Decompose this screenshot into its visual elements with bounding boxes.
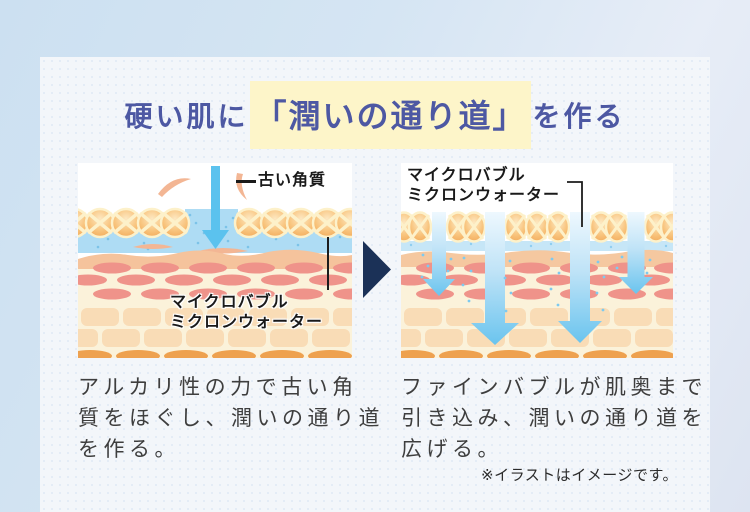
- page-title: 硬い肌に 「潤いの通り道」 を作る: [40, 81, 710, 149]
- old-keratin-label: 古い角質: [236, 171, 326, 191]
- down-arrow-icon: [619, 212, 653, 294]
- before-illustration: 古い角質 マイクロバブル ミクロンウォーター: [78, 163, 352, 358]
- disclaimer-note: ※イラストはイメージです。: [481, 467, 678, 484]
- down-arrow-icon: [471, 212, 519, 345]
- caption-line: ファインバブルが肌奥まで: [401, 376, 707, 399]
- microbubble-label-line1: マイクロバブル: [407, 167, 526, 184]
- title-prefix: 硬い肌に: [124, 101, 249, 132]
- microbubble-label-line1: マイクロバブル: [170, 294, 289, 311]
- down-arrow-icon: [202, 166, 229, 249]
- transition-arrow-icon: [363, 241, 391, 298]
- skin-cross-section-before: [78, 163, 352, 358]
- content-card: 硬い肌に 「潤いの通り道」 を作る: [40, 57, 710, 512]
- skin-surface-layer: [401, 249, 673, 267]
- caption-line: アルカリ性の力で古い角: [78, 376, 358, 399]
- title-highlight: 「潤いの通り道」: [250, 81, 531, 149]
- microbubble-label-before: マイクロバブル ミクロンウォーター: [170, 293, 323, 333]
- before-caption: アルカリ性の力で古い角 質をほぐし、潤いの通り道 を作る。: [78, 372, 393, 465]
- caption-line: 引き込み、潤いの通り道を: [401, 407, 707, 430]
- old-keratin-label-text: 古い角質: [258, 172, 327, 189]
- microbubble-label-line2: ミクロンウォーター: [170, 314, 324, 331]
- water-film-layer: [401, 241, 673, 251]
- microbubble-dots: [420, 253, 652, 313]
- title-suffix: を作る: [532, 101, 626, 132]
- leader-line: [236, 179, 256, 183]
- microbubble-label-line2: ミクロンウォーター: [407, 187, 561, 204]
- after-illustration: マイクロバブル ミクロンウォーター: [401, 163, 673, 358]
- penetrating-arrows: [423, 212, 653, 345]
- label-bracket-line: [567, 181, 583, 227]
- down-arrow-icon: [558, 212, 602, 343]
- down-arrow-icon: [423, 212, 455, 296]
- microbubble-label-after: マイクロバブル ミクロンウォーター: [407, 166, 560, 206]
- caption-line: 質をほぐし、潤いの通り道: [78, 407, 384, 430]
- caption-line: 広げる。: [401, 438, 503, 461]
- label-pointer-line: [327, 237, 329, 290]
- caption-line: を作る。: [78, 438, 180, 461]
- after-caption: ファインバブルが肌奥まで 引き込み、潤いの通り道を 広げる。: [401, 372, 716, 465]
- skin-cross-section-after: [401, 163, 673, 358]
